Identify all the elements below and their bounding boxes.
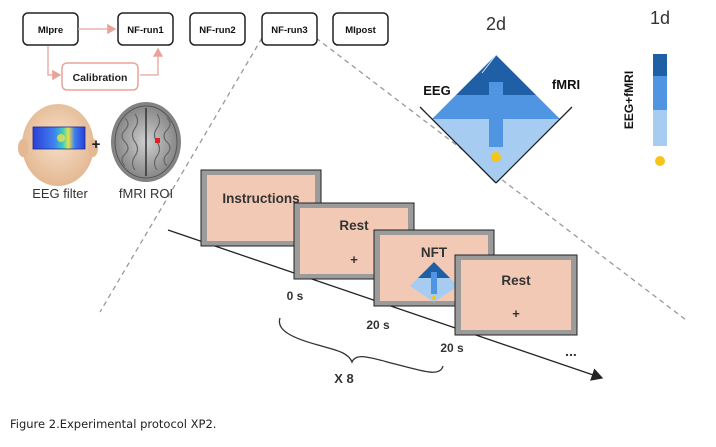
mini-feedback-icon bbox=[410, 262, 458, 302]
box-nf-run1-label: NF-run1 bbox=[127, 25, 164, 36]
screen-rest-1-title: Rest bbox=[339, 218, 369, 233]
one-d-title: 1d bbox=[650, 8, 670, 28]
figure-caption: Figure 2.Experimental protocol XP2. bbox=[10, 417, 217, 431]
fmri-axis-label: fMRI bbox=[552, 77, 580, 92]
screen-instructions-title: Instructions bbox=[222, 191, 299, 206]
box-nf-run3 bbox=[261, 12, 318, 46]
fmri-roi-label: fMRI ROI bbox=[119, 186, 173, 201]
box-nf-run1 bbox=[117, 12, 174, 46]
calibration-box bbox=[61, 62, 139, 91]
time-label-1: 20 s bbox=[366, 318, 390, 332]
repeat-brace bbox=[278, 317, 444, 373]
screen-rest-2-title: Rest bbox=[501, 273, 531, 288]
feedback-ball-1d bbox=[655, 156, 665, 166]
screen-rest-1-cross: + bbox=[350, 252, 358, 267]
plus-sign: + bbox=[92, 136, 101, 153]
screen-rest-2-cross: + bbox=[512, 306, 520, 321]
ellipsis: ... bbox=[565, 343, 577, 359]
box-nf-run2 bbox=[189, 12, 246, 46]
fmri-brain-image bbox=[111, 102, 181, 182]
repeat-label: X 8 bbox=[334, 371, 354, 386]
time-label-0: 0 s bbox=[287, 289, 304, 303]
eeg-head-image bbox=[18, 104, 98, 186]
box-mipre-label: MIpre bbox=[38, 25, 63, 36]
screen-nft-title: NFT bbox=[421, 245, 448, 260]
feedback-ball-2d bbox=[491, 152, 501, 162]
zoom-cone bbox=[99, 37, 687, 321]
feedback-2d: 2d EEG fMRI bbox=[419, 14, 580, 184]
screen-rest-2: Rest + bbox=[454, 254, 578, 336]
two-d-title: 2d bbox=[486, 14, 506, 34]
box-mipost-label: MIpost bbox=[345, 25, 376, 36]
eeg-filter-label: EEG filter bbox=[32, 186, 88, 201]
feedback-1d: 1d EEG+fMRI bbox=[622, 8, 670, 166]
pipeline: MIpre NF-run1 NF-run2 NF-run3 MIpost Cal… bbox=[22, 12, 389, 91]
box-nf-run3-label: NF-run3 bbox=[271, 25, 307, 36]
eeg-axis-label: EEG bbox=[423, 83, 450, 98]
box-nf-run2-label: NF-run2 bbox=[199, 25, 235, 36]
calibration-label: Calibration bbox=[73, 72, 128, 84]
one-d-axis-label: EEG+fMRI bbox=[622, 71, 636, 129]
time-label-2: 20 s bbox=[440, 341, 464, 355]
protocol-diagram: MIpre NF-run1 NF-run2 NF-run3 MIpost Cal… bbox=[18, 8, 687, 386]
box-mipost bbox=[332, 12, 389, 46]
